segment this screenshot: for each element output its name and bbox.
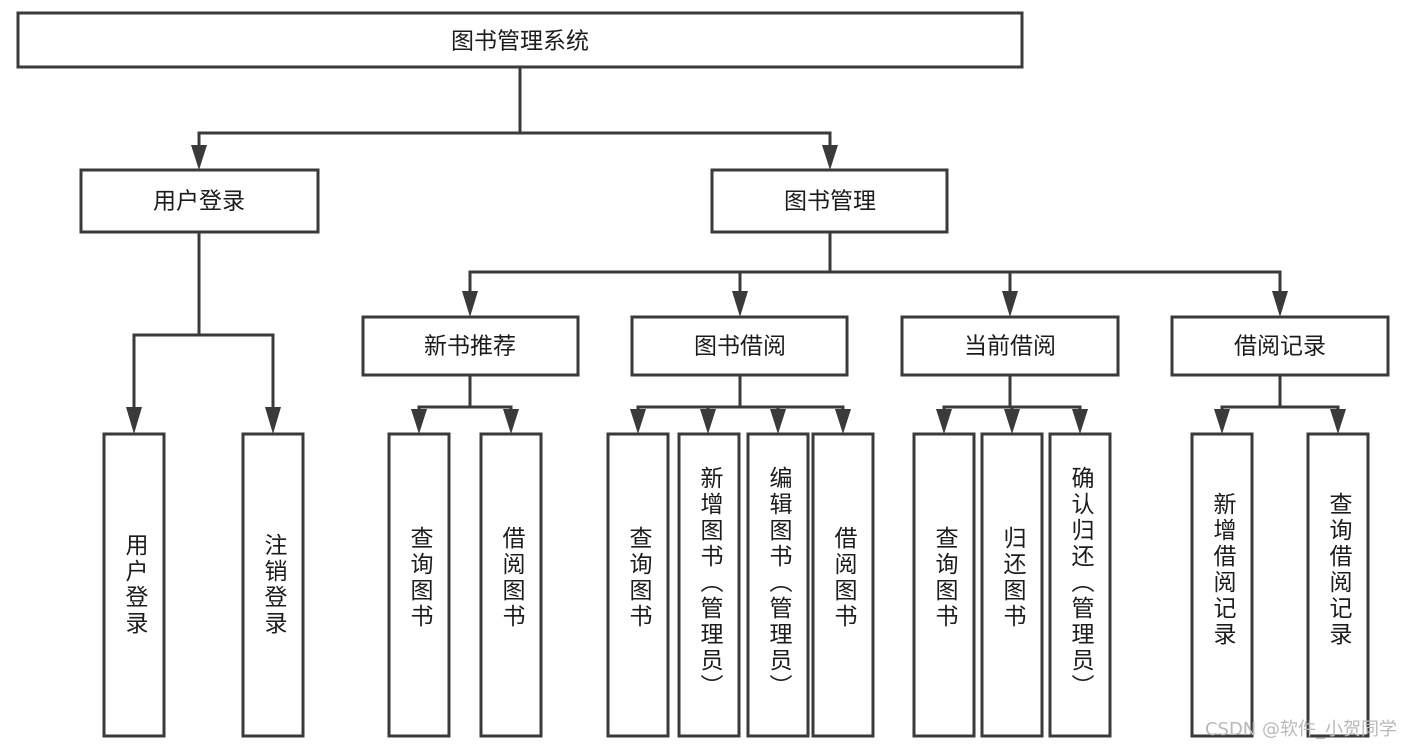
leaf-user-login-signout-box [241,432,305,738]
arrow-bookmgmt-to-c2 [732,291,748,317]
arrow-newbook-to-l2 [503,409,519,434]
leaf-borrow-take-label: 借阅图书 [830,526,858,630]
arrow-borrow-to-l3 [770,409,786,434]
node-new-book-recommend[interactable]: 新书推荐 [361,315,580,377]
arrow-record-to-l1 [1214,409,1230,434]
node-root-system-label: 图书管理系统 [451,29,589,55]
arrow-bookmgmt-to-c1 [462,291,478,317]
leaf-current-query-label: 查询图书 [931,526,959,630]
node-book-borrow[interactable]: 图书借阅 [630,315,849,377]
arrow-record-to-l2 [1330,409,1346,434]
leaf-current-confirm-return-box [1048,432,1112,738]
arrow-current-to-l3 [1072,409,1088,434]
leaf-new-book-borrow-box [479,432,543,738]
arrow-login-to-leaf1 [126,407,142,434]
node-root-system[interactable]: 图书管理系统 [16,11,1024,69]
leaf-borrow-query[interactable]: 查询图书 [606,432,670,738]
leaf-current-query-box [912,432,976,738]
arrow-bookmgmt-to-c3 [1002,291,1018,317]
node-current-borrow-box [900,315,1120,377]
leaf-borrow-edit-label: 编辑图书（管理员） [765,466,793,700]
node-borrow-record[interactable]: 借阅记录 [1170,315,1390,377]
leaf-borrow-edit-box [746,432,810,738]
leaf-borrow-take[interactable]: 借阅图书 [811,432,875,738]
node-borrow-record-label: 借阅记录 [1234,334,1326,360]
leaf-user-login-signin[interactable]: 用户登录 [102,432,166,738]
node-root-system-box [16,11,1024,69]
arrow-borrow-to-l2 [700,409,716,434]
arrow-root-to-login [191,145,207,170]
leaf-record-query-box [1306,432,1370,738]
leaf-new-book-query[interactable]: 查询图书 [387,432,451,738]
leaf-borrow-add[interactable]: 新增图书（管理员） [677,432,741,738]
arrow-newbook-to-l1 [411,409,427,434]
leaf-record-add-box [1190,432,1254,738]
node-current-borrow-label: 当前借阅 [964,334,1056,360]
leaf-borrow-add-box [677,432,741,738]
leaf-new-book-borrow[interactable]: 借阅图书 [479,432,543,738]
leaf-record-query[interactable]: 查询借阅记录 [1306,432,1370,738]
leaf-user-login-signout-label: 注销登录 [260,533,288,637]
node-current-borrow[interactable]: 当前借阅 [900,315,1120,377]
leaf-record-add-label: 新增借阅记录 [1209,492,1237,648]
leaf-borrow-query-box [606,432,670,738]
leaf-new-book-query-box [387,432,451,738]
node-user-login[interactable]: 用户登录 [79,168,320,234]
node-user-login-box [79,168,320,234]
leaf-current-query[interactable]: 查询图书 [912,432,976,738]
leaf-borrow-add-label: 新增图书（管理员） [696,466,724,700]
leaf-new-book-query-label: 查询图书 [406,526,434,630]
leaf-user-login-signout[interactable]: 注销登录 [241,432,305,738]
node-book-borrow-box [630,315,849,377]
arrow-root-to-bookmgmt [822,145,838,170]
connector-group [126,65,1346,434]
node-book-management-label: 图书管理 [784,189,876,215]
leaf-current-confirm-return-label: 确认归还（管理员） [1067,466,1095,700]
node-user-login-label: 用户登录 [153,189,245,215]
leaf-current-return[interactable]: 归还图书 [980,432,1044,738]
leaf-current-return-label: 归还图书 [999,526,1027,630]
leaf-current-return-box [980,432,1044,738]
leaf-record-query-label: 查询借阅记录 [1325,492,1353,648]
leaf-user-login-signin-label: 用户登录 [121,533,149,637]
arrow-login-to-leaf2 [265,407,281,434]
arrow-bookmgmt-to-c4 [1272,291,1288,317]
leaf-borrow-take-box [811,432,875,738]
leaf-user-login-signin-box [102,432,166,738]
node-new-book-recommend-box [361,315,580,377]
arrow-borrow-to-l4 [835,409,851,434]
node-book-management-box [710,168,949,234]
node-book-borrow-label: 图书借阅 [694,334,786,360]
arrow-borrow-to-l1 [630,409,646,434]
leaf-borrow-edit[interactable]: 编辑图书（管理员） [746,432,810,738]
arrow-current-to-l1 [936,409,952,434]
node-new-book-recommend-label: 新书推荐 [424,334,516,360]
leaf-new-book-borrow-label: 借阅图书 [498,526,526,630]
leaf-current-confirm-return[interactable]: 确认归还（管理员） [1048,432,1112,738]
node-borrow-record-box [1170,315,1390,377]
node-book-management[interactable]: 图书管理 [710,168,949,234]
leaf-record-add[interactable]: 新增借阅记录 [1190,432,1254,738]
leaf-borrow-query-label: 查询图书 [625,526,653,630]
arrow-current-to-l2 [1004,409,1020,434]
